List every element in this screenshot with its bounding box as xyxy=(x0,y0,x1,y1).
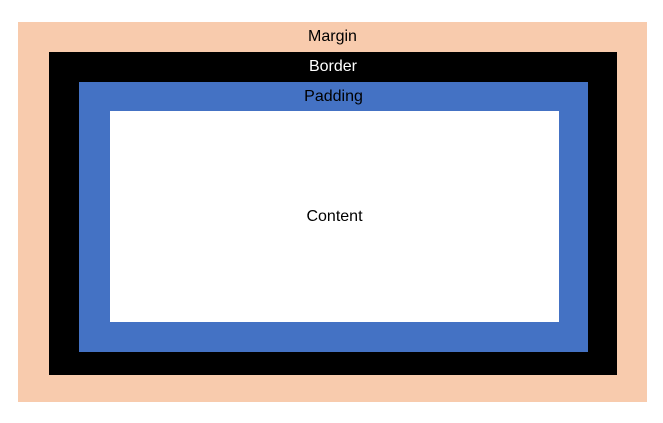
content-box: Content xyxy=(110,111,559,322)
margin-label: Margin xyxy=(308,28,357,45)
content-label: Content xyxy=(306,207,363,225)
border-label: Border xyxy=(308,58,358,75)
padding-label: Padding xyxy=(304,88,363,105)
